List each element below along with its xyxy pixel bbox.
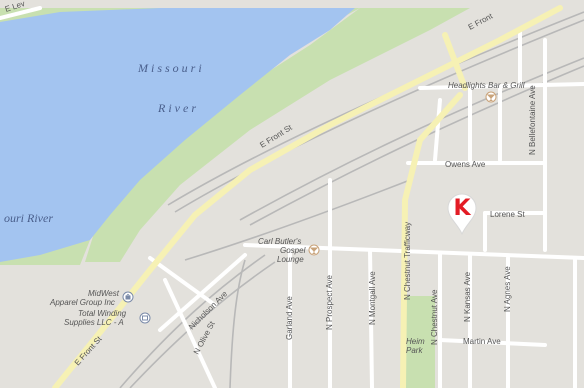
location-pin-marker[interactable]: K [447, 193, 477, 236]
rail-track-2 [174, 19, 584, 213]
poi-label-midwest-2[interactable]: Apparel Group Inc [49, 298, 115, 307]
road-label-owens-ave: Owens Ave [445, 160, 486, 169]
riverfront-green-area [85, 8, 470, 262]
rail-track-4 [249, 65, 584, 226]
rail-track-7 [129, 261, 276, 388]
rail-track-5 [184, 179, 411, 261]
major-roads [52, 5, 563, 388]
road-label-garland-ave: Garland Ave [285, 296, 294, 340]
road-label-n-kansas-ave: N Kansas Ave [463, 271, 472, 322]
poi-label-total-winding-1[interactable]: Total Winding [78, 309, 127, 318]
road-horizontal-main [243, 243, 584, 260]
missouri-river [0, 8, 355, 262]
poi-label-headlights[interactable]: Headlights Bar & Grill [448, 81, 525, 90]
rail-track-8 [229, 259, 246, 388]
road-label-n-chestnut-ave: N Chestnut Ave [430, 289, 439, 345]
river-name-line2: River [157, 101, 199, 115]
road-n-montgall-ave [368, 248, 374, 388]
road-martin-ave [438, 338, 547, 347]
rail-track-6 [119, 254, 266, 388]
road-e-lev [0, 6, 42, 20]
cocktail-icon[interactable] [308, 244, 320, 256]
road-label-n-prospect-ave: N Prospect Ave [325, 274, 334, 330]
river-name-edge: ouri River [4, 211, 53, 225]
road-nicholson-ave [158, 253, 247, 332]
rail-track-1 [167, 11, 584, 206]
marker-letter: K [453, 196, 471, 221]
poi-label-total-winding-2[interactable]: Supplies LLC - A [64, 318, 124, 327]
minor-roads [0, 6, 584, 388]
poi-label-heim-park-1[interactable]: Heim [406, 337, 425, 346]
rail-track-3 [239, 57, 584, 221]
river-name-line1: Missouri [137, 61, 205, 75]
storefront-icon[interactable] [139, 312, 151, 324]
cocktail-icon[interactable] [485, 91, 497, 103]
shopping-bag-icon[interactable] [122, 291, 134, 303]
location-pin-shape [447, 193, 477, 236]
poi-label-carl-butlers-3[interactable]: Lounge [277, 255, 304, 264]
road-cross-left [148, 256, 217, 307]
road-n-chestnut-trafficway [400, 92, 463, 388]
road-headlights-row [418, 82, 584, 90]
heim-park-area [403, 296, 435, 388]
poi-label-heim-park-2[interactable]: Park [406, 346, 423, 355]
road-e-front-st [52, 5, 563, 388]
road-label-n-bellefontaine: N Bellefontaine Ave [528, 85, 537, 155]
road-top-minor-3 [433, 98, 442, 162]
road-chestnut-north [442, 32, 468, 91]
road-n-olive-st [163, 278, 217, 388]
road-label-n-agnes-ave: N Agnes Ave [503, 266, 512, 312]
road-label-n-chestnut-trafficway: N Chestnut Trafficway [403, 222, 412, 300]
railway-tracks [119, 11, 584, 388]
poi-label-carl-butlers-2[interactable]: Gospel [280, 246, 306, 255]
road-label-lorene-st: Lorene St [490, 210, 525, 219]
road-label-martin-ave: Martin Ave [463, 337, 501, 346]
poi-label-carl-butlers-1[interactable]: Carl Butler's [258, 237, 301, 246]
road-label-n-montgall-ave: N Montgall Ave [368, 271, 377, 325]
poi-label-midwest-1[interactable]: MidWest [88, 289, 120, 298]
